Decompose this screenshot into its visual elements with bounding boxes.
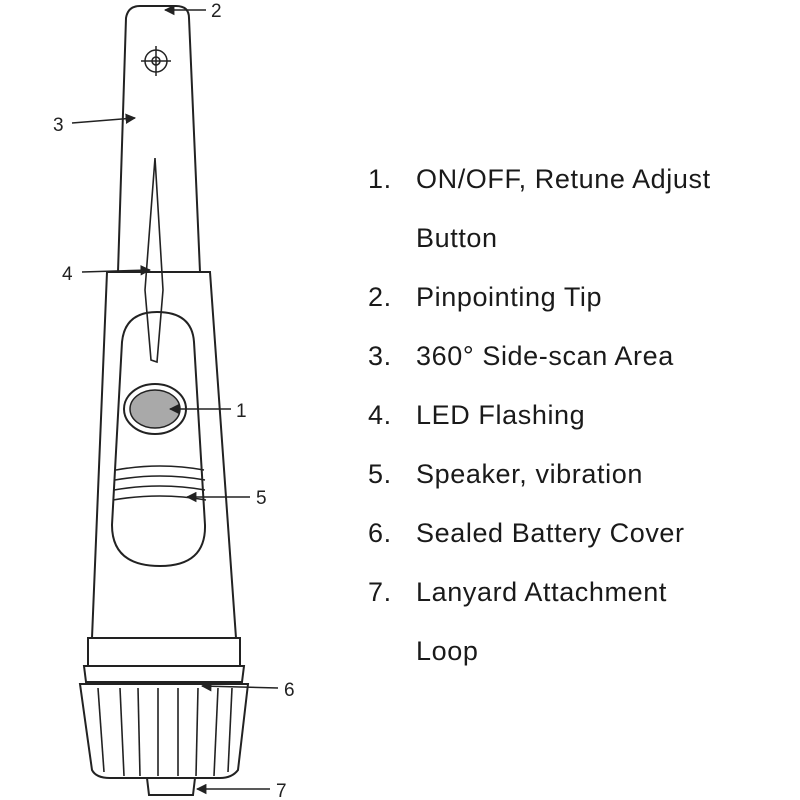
callout-4: 4	[62, 264, 73, 285]
probe-shaft	[117, 5, 201, 273]
crosshair-icon	[141, 46, 171, 76]
legend-num: 3.	[368, 341, 392, 371]
legend: 1. ON/OFF, Retune Adjust Button 2. Pinpoin…	[368, 150, 788, 681]
legend-text: LED Flashing	[416, 400, 586, 430]
leader-3	[71, 113, 137, 124]
legend-num: 6.	[368, 518, 392, 548]
lanyard-loop	[146, 777, 196, 796]
legend-text: Sealed Battery Cover	[416, 518, 685, 548]
battery-cover-grip	[78, 683, 250, 779]
legend-num: 7.	[368, 577, 392, 607]
legend-num: 4.	[368, 400, 392, 430]
legend-text: Pinpointing Tip	[416, 282, 603, 312]
legend-item: 6. Sealed Battery Cover	[368, 504, 788, 563]
legend-item: 5. Speaker, vibration	[368, 445, 788, 504]
legend-item: 4. LED Flashing	[368, 386, 788, 445]
leader-lines	[71, 4, 279, 795]
grip-ribs	[97, 687, 233, 777]
legend-item: 3. 360° Side-scan Area	[368, 327, 788, 386]
callout-3: 3	[53, 115, 64, 136]
legend-text: Speaker, vibration	[416, 459, 643, 489]
legend-text: ON/OFF, Retune Adjust	[416, 164, 711, 194]
legend-text: Lanyard Attachment	[416, 577, 667, 607]
legend-num: 5.	[368, 459, 392, 489]
leader-6	[200, 681, 279, 692]
battery-cover-top-band	[87, 637, 241, 667]
legend-text-continued: Loop	[416, 636, 479, 666]
callout-6: 6	[284, 680, 295, 701]
callout-2: 2	[211, 1, 222, 22]
leader-4	[81, 265, 152, 276]
callout-1: 1	[236, 401, 247, 422]
legend-item: 2. Pinpointing Tip	[368, 268, 788, 327]
callout-5: 5	[256, 488, 267, 509]
legend-num: 2.	[368, 282, 392, 312]
callout-7: 7	[276, 781, 287, 800]
pinpointer-device	[78, 5, 250, 796]
legend-text: 360° Side-scan Area	[416, 341, 674, 371]
speaker-grille	[112, 465, 207, 501]
legend-text-continued: Button	[416, 223, 498, 253]
power-button[interactable]	[123, 383, 187, 435]
led-slit	[144, 157, 164, 364]
control-panel	[110, 310, 207, 568]
legend-num: 1.	[368, 164, 392, 194]
legend-item: 7. Lanyard Attachment Loop	[368, 563, 788, 681]
legend-item: 1. ON/OFF, Retune Adjust Button	[368, 150, 788, 268]
handle-body	[90, 271, 238, 639]
